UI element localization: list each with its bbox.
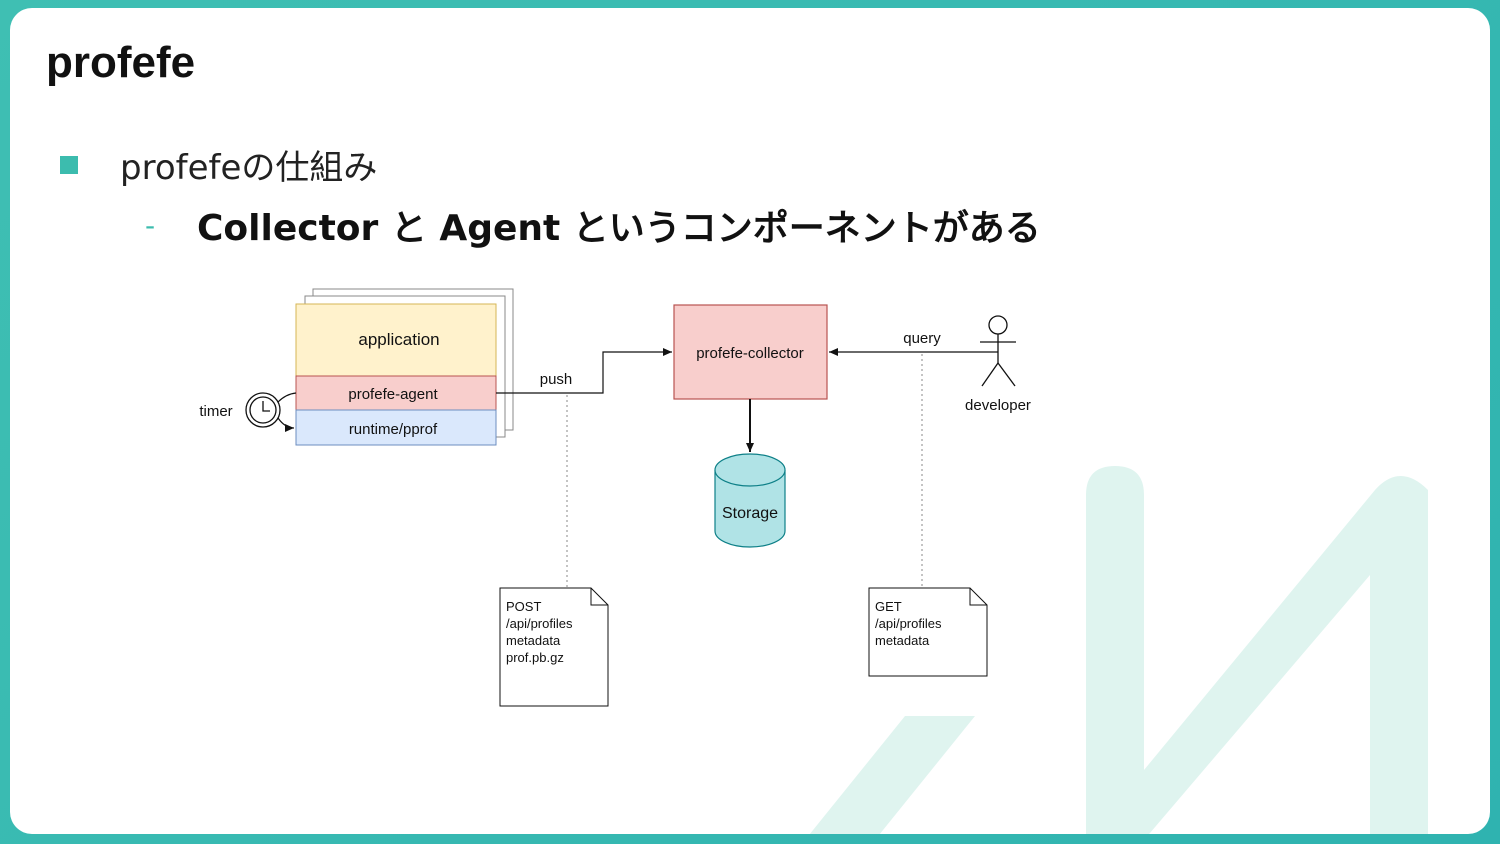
profefe-collector-box <box>673 304 828 400</box>
runtime-pprof-box <box>295 409 497 446</box>
post-note-line: metadata <box>506 633 561 648</box>
application-label: application <box>358 330 439 349</box>
developer-label: developer <box>965 397 1031 414</box>
get-note-fold <box>969 588 987 606</box>
get-note-line: GET <box>875 599 902 614</box>
get-note-text: GET /api/profiles metadata <box>875 599 945 648</box>
storage-label: Storage <box>722 505 778 522</box>
square-bullet-icon <box>60 155 78 174</box>
post-note-text: POST /api/profiles metadata prof.pb.gz <box>506 599 576 665</box>
timer-to-runtime-arrow <box>277 417 295 432</box>
slide-title: profefe <box>46 38 196 87</box>
watermark-logo <box>805 466 1428 834</box>
timer-label: timer <box>199 403 232 420</box>
get-note-line: /api/profiles <box>875 616 942 631</box>
dash-bullet-icon: - <box>145 208 156 242</box>
get-note-box <box>868 587 988 677</box>
bullet-text: profefeの仕組み <box>120 148 378 188</box>
post-note-box <box>499 587 609 707</box>
post-note-line: prof.pb.gz <box>506 650 564 665</box>
timer-to-agent-connector <box>277 392 297 403</box>
bullet-item: profefeの仕組み <box>60 140 377 189</box>
profefe-collector-label: profefe-collector <box>696 345 804 362</box>
profefe-agent-label: profefe-agent <box>348 386 438 403</box>
post-note-fold <box>590 588 608 606</box>
developer-actor-icon <box>980 315 1016 387</box>
profefe-agent-box <box>295 375 497 411</box>
push-arrow <box>496 348 672 394</box>
sub-bullet-text: Collector と Agent というコンポーネントがある <box>197 208 1041 249</box>
storage-cylinder <box>714 453 786 548</box>
push-label: push <box>540 371 573 388</box>
post-note-line: POST <box>506 599 541 614</box>
clock-icon <box>245 392 281 428</box>
post-note-line: /api/profiles <box>506 616 573 631</box>
runtime-pprof-label: runtime/pprof <box>349 421 438 438</box>
query-label: query <box>903 330 941 347</box>
get-note-line: metadata <box>875 633 930 648</box>
sub-bullet-item: - Collector と Agent というコンポーネントがある <box>145 199 1041 251</box>
